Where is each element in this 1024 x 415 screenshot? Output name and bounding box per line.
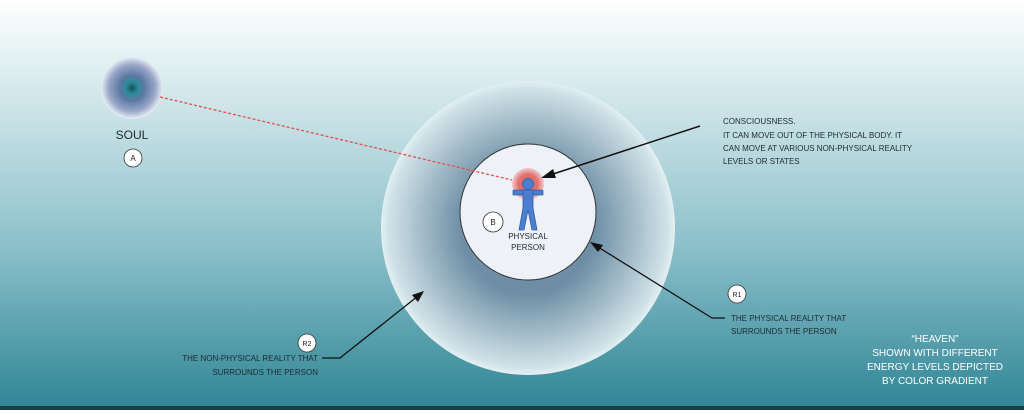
consciousness-arrowhead <box>541 169 556 178</box>
r1-line-1: THE PHYSICAL REALITY THAT <box>731 314 846 323</box>
r1-line-2: SURROUNDS THE PERSON <box>731 327 837 336</box>
marker-r1-label: R1 <box>733 292 742 299</box>
r1-arrow <box>597 246 725 319</box>
consciousness-arrow <box>549 125 701 176</box>
heaven-line-3: ENERGY LEVELS DEPICTED <box>867 362 1003 373</box>
marker-r2 <box>297 333 317 353</box>
r1-arrowhead <box>590 242 603 252</box>
heaven-line-2: SHOWN WITH DIFFERENT <box>872 348 998 359</box>
marker-b-label: B <box>490 218 495 227</box>
soul-orb <box>101 57 163 119</box>
person-icon <box>512 178 544 231</box>
soul-link-line <box>159 96 513 181</box>
r2-line-2: SURROUNDS THE PERSON <box>212 368 318 377</box>
consciousness-line-3: CAN MOVE AT VARIOUS NON-PHYSICAL REALITY <box>723 144 913 153</box>
r2-line-1: THE NON-PHYSICAL REALITY THAT <box>182 354 318 363</box>
consciousness-line-4: LEVELS OR STATES <box>723 157 800 166</box>
person-label-1: PHYSICAL <box>508 232 548 241</box>
r2-arrowhead <box>412 291 424 302</box>
person-label-2: PERSON <box>511 243 545 252</box>
soul-label: SOUL <box>116 128 149 142</box>
r2-arrow <box>322 295 419 359</box>
marker-r1 <box>727 284 747 304</box>
consciousness-line-2: IT CAN MOVE OUT OF THE PHYSICAL BODY. IT <box>723 131 902 140</box>
heaven-line-4: BY COLOR GRADIENT <box>882 376 988 387</box>
heaven-title: “HEAVEN” <box>911 334 958 345</box>
marker-a <box>123 148 143 168</box>
consciousness-line-1: CONSCIOUSNESS. <box>723 117 795 126</box>
marker-a-label: A <box>130 154 136 163</box>
marker-b <box>482 211 504 233</box>
marker-r2-label: R2 <box>303 341 312 348</box>
